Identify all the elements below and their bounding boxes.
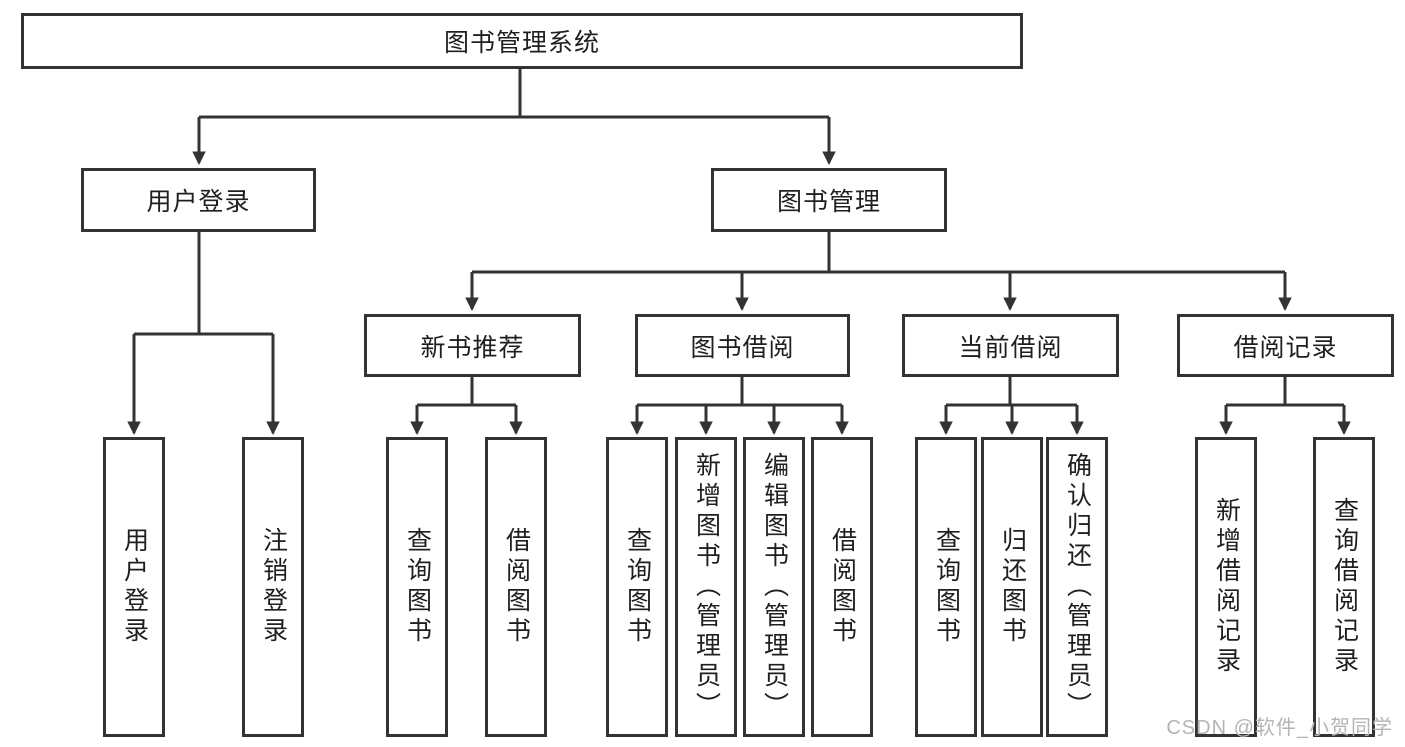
leaf-add-borrow-record-label: 新增借阅记录 (1212, 497, 1241, 677)
leaf-edit-book-admin: 编辑图书（管理员） (743, 437, 805, 737)
node-book-management: 图书管理 (711, 168, 947, 232)
leaf-confirm-return-admin: 确认归还（管理员） (1046, 437, 1108, 737)
leaf-add-book-admin-label: 新增图书（管理员） (692, 452, 721, 722)
node-new-book-recommend: 新书推荐 (364, 314, 581, 377)
leaf-query-books-1: 查询图书 (386, 437, 448, 737)
node-user-login-label: 用户登录 (146, 188, 251, 216)
node-current-borrow-label: 当前借阅 (958, 333, 1063, 362)
connector-borrow-records-branch (1219, 377, 1351, 436)
node-borrow-records: 借阅记录 (1177, 314, 1394, 377)
leaf-return-books: 归还图书 (981, 437, 1043, 737)
leaf-return-books-label: 归还图书 (998, 527, 1027, 647)
leaf-borrow-books-1-label: 借阅图书 (502, 527, 531, 647)
node-new-book-recommend-label: 新书推荐 (420, 333, 525, 362)
connector-current-borrow-branch (939, 377, 1084, 436)
leaf-borrow-books-2-label: 借阅图书 (828, 527, 857, 647)
leaf-query-books-2-label: 查询图书 (623, 527, 652, 647)
leaf-borrow-books-1: 借阅图书 (485, 437, 547, 737)
leaf-query-books-3: 查询图书 (915, 437, 977, 737)
leaf-query-books-1-label: 查询图书 (403, 527, 432, 647)
connector-book-management-branch (465, 232, 1292, 312)
node-user-login: 用户登录 (81, 168, 316, 232)
node-book-borrow-label: 图书借阅 (690, 333, 795, 362)
leaf-query-books-3-label: 查询图书 (932, 527, 961, 647)
node-book-management-label: 图书管理 (776, 188, 881, 216)
node-borrow-records-label: 借阅记录 (1233, 333, 1338, 362)
leaf-logout-label: 注销登录 (259, 527, 288, 647)
node-book-borrow: 图书借阅 (635, 314, 850, 377)
leaf-query-borrow-record: 查询借阅记录 (1313, 437, 1375, 737)
connector-new-book-recommend-branch (410, 377, 523, 436)
node-library-management-system: 图书管理系统 (21, 13, 1023, 69)
csdn-watermark: CSDN @软件_小贺同学 (1166, 717, 1393, 739)
leaf-edit-book-admin-label: 编辑图书（管理员） (760, 452, 789, 722)
leaf-query-books-2: 查询图书 (606, 437, 668, 737)
connector-root-branch (192, 69, 836, 166)
leaf-add-book-admin: 新增图书（管理员） (675, 437, 737, 737)
node-current-borrow: 当前借阅 (902, 314, 1119, 377)
connector-book-borrow-branch (630, 377, 849, 436)
leaf-add-borrow-record: 新增借阅记录 (1195, 437, 1257, 737)
leaf-query-borrow-record-label: 查询借阅记录 (1330, 497, 1359, 677)
leaf-user-login-label: 用户登录 (120, 527, 149, 647)
leaf-logout: 注销登录 (242, 437, 304, 737)
connector-user-login-branch (127, 232, 280, 436)
leaf-confirm-return-admin-label: 确认归还（管理员） (1063, 452, 1092, 722)
leaf-user-login: 用户登录 (103, 437, 165, 737)
node-library-management-system-label: 图书管理系统 (443, 29, 600, 57)
leaf-borrow-books-2: 借阅图书 (811, 437, 873, 737)
